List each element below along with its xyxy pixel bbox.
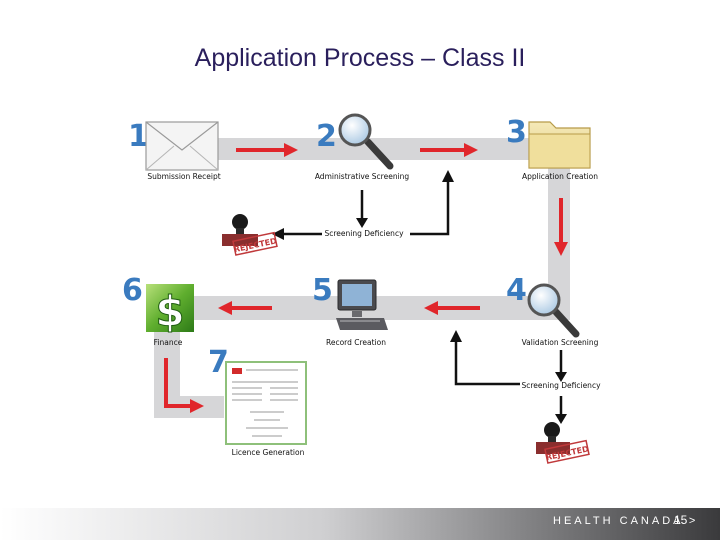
arrow-deficiency-to-rejected-1: [272, 228, 322, 240]
arrow-deficiency-to-rejected-2: [555, 396, 567, 424]
footer-bar: [0, 508, 720, 540]
step-labels: Submission Receipt Administrative Screen…: [147, 172, 601, 457]
arrow-deficiency-back-to-3: [410, 170, 454, 236]
arrow-validation-to-deficiency: [555, 350, 567, 382]
arrow-deficiency-back-to-5: [450, 330, 520, 386]
magnifier-icon: [527, 283, 580, 338]
arrow-2-to-3: [420, 143, 478, 157]
step-label-5: Record Creation: [326, 338, 386, 347]
arrow-4-to-5: [424, 301, 480, 315]
arrow-admin-to-deficiency: [356, 190, 368, 228]
envelope-icon: [145, 121, 219, 171]
step-label-3: Application Creation: [522, 172, 598, 181]
folder-icon: [528, 121, 591, 169]
arrow-1-to-2: [236, 143, 298, 157]
step-number-2: 2: [316, 119, 337, 154]
deficiency-arrows: [272, 170, 567, 424]
computer-monitor-icon: [336, 279, 388, 330]
step-number-6: 6: [122, 273, 143, 308]
step-numbers: 1 2 3 4 5 6 7: [122, 115, 527, 380]
red-arrows: [164, 143, 568, 413]
rejected-stamp-icon: REJECTED: [536, 422, 590, 464]
magnifier-icon: [338, 113, 394, 170]
rejected-stamp-icon: REJECTED: [222, 214, 278, 256]
arrow-3-to-4: [554, 198, 568, 256]
step-number-7: 7: [208, 345, 229, 380]
step-label-2: Administrative Screening: [315, 172, 410, 181]
arrow-6-to-7: [164, 358, 204, 413]
step-label-4: Validation Screening: [522, 338, 599, 347]
step-label-7: Licence Generation: [232, 448, 305, 457]
svg-text:$: $: [155, 287, 184, 336]
deficiency-label-2: Screening Deficiency: [521, 381, 601, 390]
step-label-1: Submission Receipt: [147, 172, 220, 181]
deficiency-label-1: Screening Deficiency: [324, 229, 404, 238]
footer-brand: HEALTH CANADA >: [553, 515, 699, 527]
step-number-5: 5: [312, 273, 333, 308]
step-label-6: Finance: [154, 338, 183, 347]
step-number-3: 3: [506, 115, 527, 150]
page-number: 15: [674, 513, 688, 527]
step-number-4: 4: [506, 273, 527, 308]
arrow-5-to-6: [218, 301, 272, 315]
step-number-1: 1: [128, 119, 149, 154]
licence-document-icon: [225, 361, 307, 445]
slide-title: Application Process – Class II: [194, 44, 526, 72]
dollar-icon: $: [146, 284, 194, 337]
